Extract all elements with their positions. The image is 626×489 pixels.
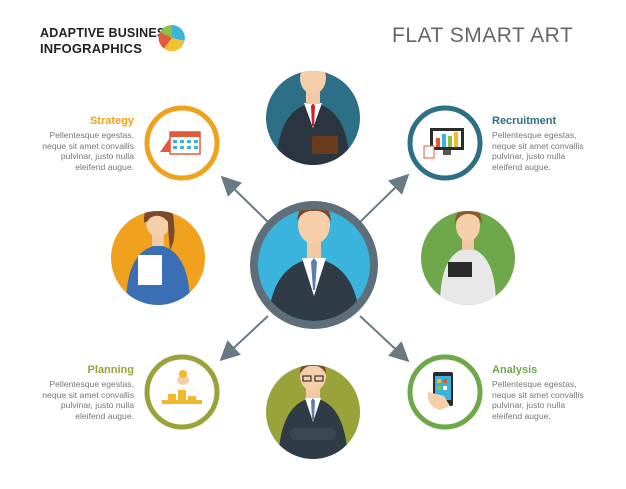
strategy-label: Strategy [89, 115, 134, 127]
top-person-avatar [266, 71, 360, 165]
planning-description: Pellentesque egestas, neque sit amet con… [42, 379, 134, 421]
strategy-description: Pellentesque egestas, neque sit amet con… [42, 130, 134, 172]
coins-icon [162, 370, 202, 404]
brand-line-1: ADAPTIVE BUSINESS [40, 26, 174, 40]
planning-label: Planning [87, 364, 134, 376]
arrow-to-planning [219, 315, 269, 362]
recruitment-label: Recruitment [492, 115, 557, 127]
brand-line-2: INFOGRAPHICS [40, 41, 143, 56]
analysis-description: Pellentesque egestas, neque sit amet con… [492, 379, 584, 421]
center-person-avatar [250, 201, 378, 329]
page-title: FLAT SMART ART [392, 24, 574, 47]
pie-logo-icon [158, 24, 186, 52]
right-woman-avatar [421, 211, 515, 305]
arrow-to-recruitment [359, 173, 410, 223]
arrow-to-strategy [220, 175, 269, 223]
arrow-to-analysis [359, 315, 410, 363]
analysis-label: Analysis [492, 364, 538, 376]
monitor-chart-icon [423, 128, 464, 159]
calendar-icon [160, 131, 201, 155]
strategy-ring [144, 105, 220, 181]
smartphone-icon [427, 372, 453, 410]
recruitment-ring [407, 105, 483, 181]
recruitment-description: Pellentesque egestas, neque sit amet con… [492, 130, 584, 172]
left-woman-avatar [111, 211, 205, 305]
bottom-person-avatar [266, 365, 360, 459]
analysis-ring [407, 354, 483, 430]
planning-ring [144, 354, 220, 430]
